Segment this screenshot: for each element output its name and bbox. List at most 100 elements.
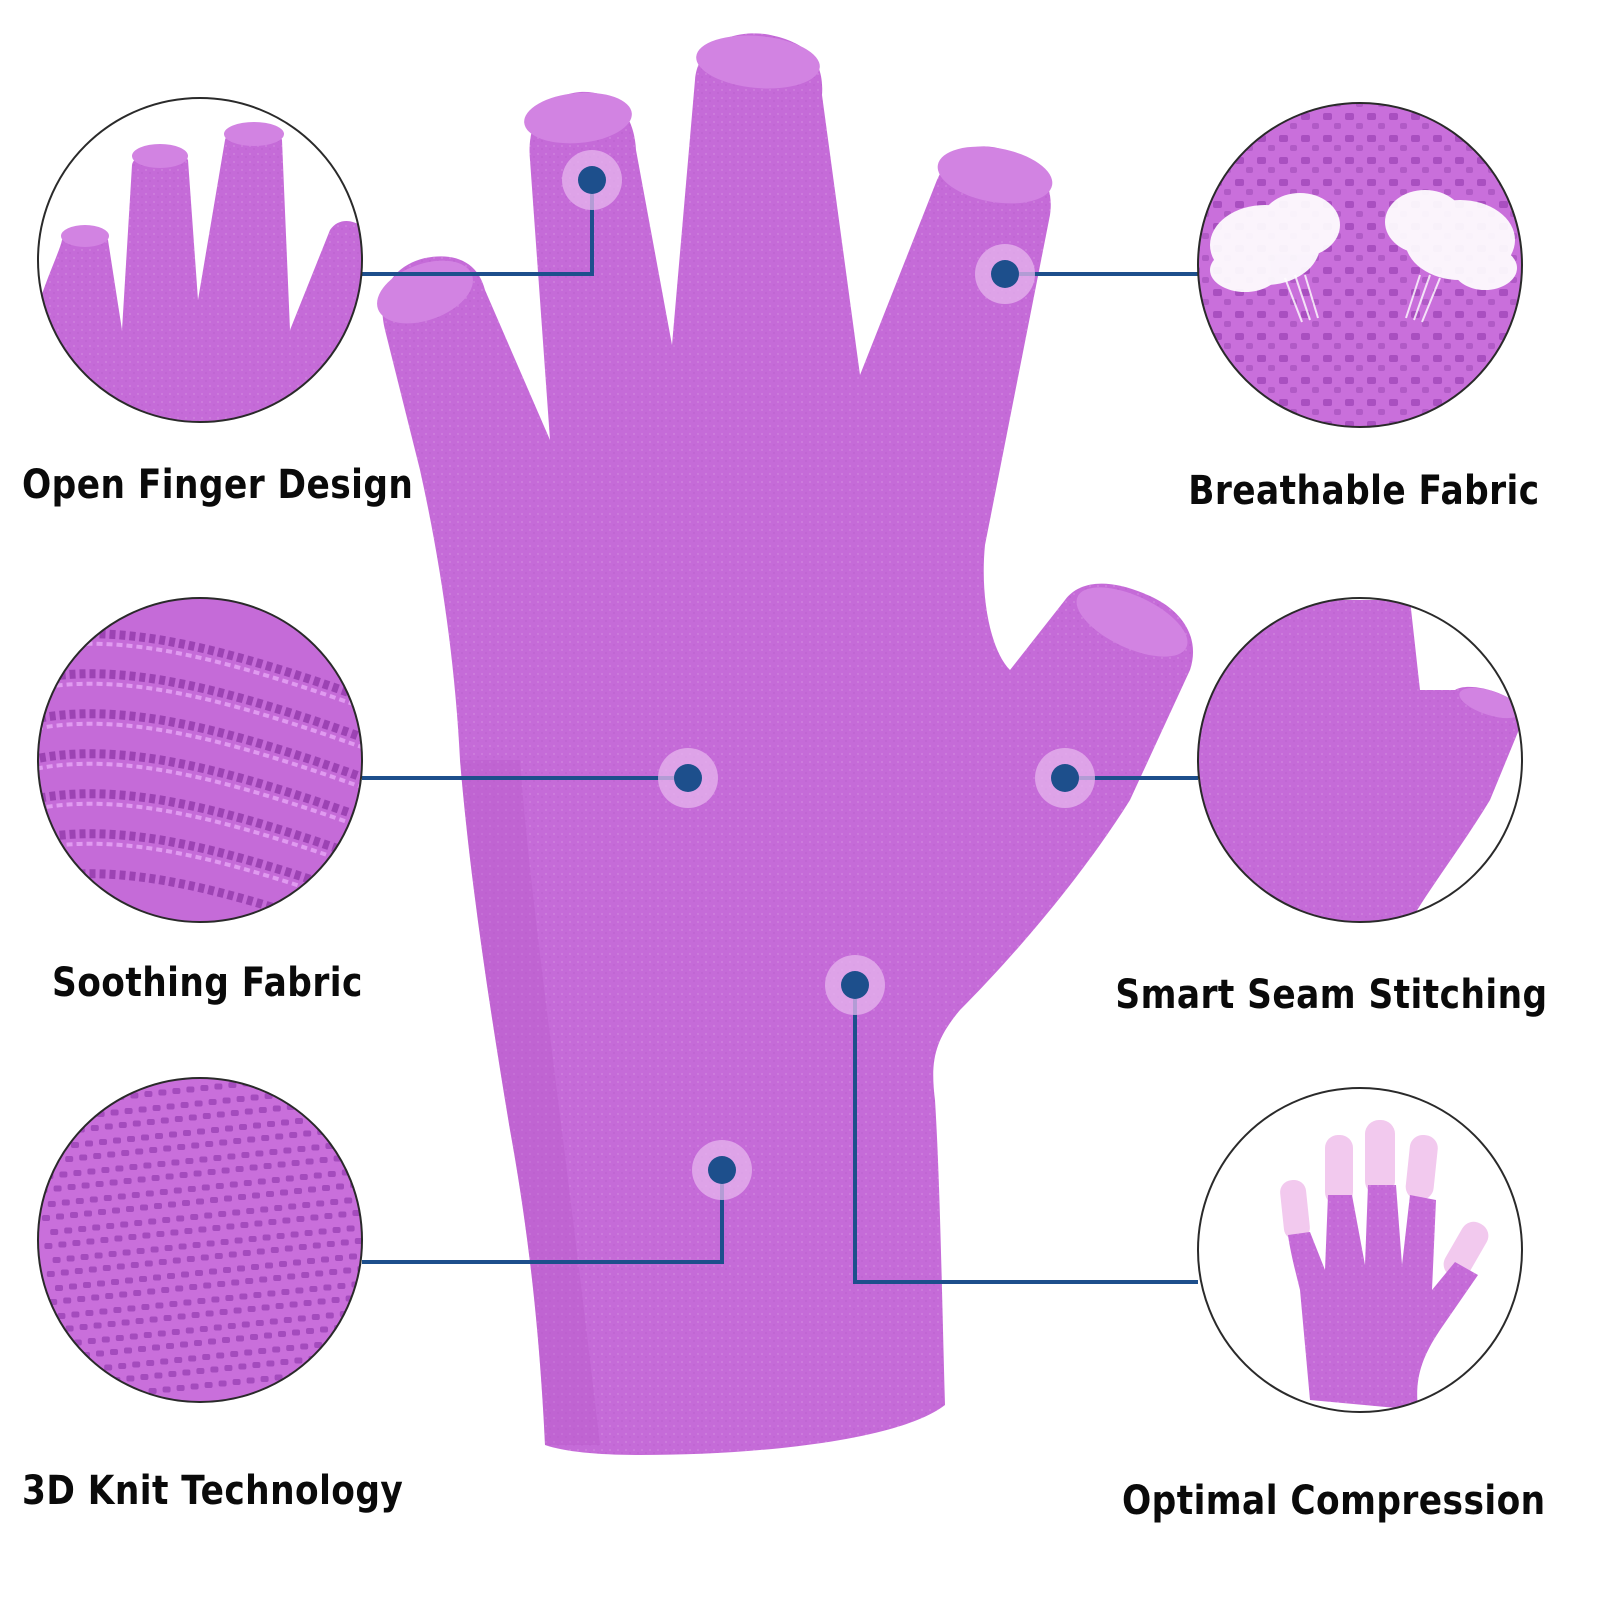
connector-knit3d — [362, 1170, 724, 1264]
mesh-cell — [86, 1238, 95, 1245]
mesh-cell — [281, 1119, 289, 1126]
mesh-cell — [136, 1248, 145, 1254]
mesh-cell — [276, 1064, 284, 1070]
mesh-cell — [392, 1347, 400, 1353]
mesh-cell — [323, 1284, 332, 1291]
mesh-cell — [143, 1332, 152, 1338]
mesh-cell — [166, 1343, 174, 1349]
mesh-cell — [131, 1192, 140, 1198]
mesh-cell — [110, 1349, 118, 1355]
mesh-cell — [265, 1262, 273, 1269]
mesh-cell — [395, 1136, 403, 1142]
mesh-cell — [352, 1041, 360, 1047]
marker-breathable — [975, 244, 1035, 304]
mesh-cell — [93, 1322, 102, 1329]
mesh-cell — [228, 1251, 237, 1258]
mesh-cell — [222, 1097, 231, 1104]
mesh-cell — [77, 1296, 86, 1302]
mesh-cell — [161, 1287, 170, 1293]
mesh-cell — [90, 1125, 99, 1131]
mesh-cell — [190, 1214, 199, 1220]
mesh-cell — [277, 1161, 286, 1168]
mesh-cell — [324, 1044, 332, 1050]
mesh-cell — [300, 1102, 309, 1109]
mesh-cell — [224, 1365, 233, 1371]
mesh-cell — [177, 1313, 186, 1320]
mesh-cell — [387, 1122, 395, 1128]
mesh-cell — [391, 1249, 399, 1255]
mesh-cell — [398, 1164, 406, 1170]
mesh-cell — [322, 1185, 330, 1191]
mesh-cell — [144, 1091, 153, 1097]
mesh-cell — [352, 1210, 361, 1216]
mesh-cell — [190, 1383, 199, 1390]
mesh-cell — [162, 1386, 171, 1393]
mesh-cell — [368, 1067, 376, 1073]
mesh-cell — [336, 1353, 345, 1359]
mesh-cell — [303, 1300, 312, 1306]
mesh-cell — [53, 1185, 62, 1192]
mesh-cell — [84, 1210, 92, 1217]
mesh-cell — [212, 1056, 220, 1062]
mesh-cell — [163, 1315, 172, 1321]
mesh-cell — [384, 1165, 392, 1171]
mesh-cell — [405, 1248, 413, 1254]
mesh-cell — [205, 1141, 214, 1147]
mesh-cell — [279, 1261, 287, 1267]
mesh-cell — [169, 1131, 177, 1138]
mesh-cell — [260, 1376, 269, 1382]
mesh-cell — [204, 1382, 213, 1388]
mesh-cell — [126, 1206, 134, 1212]
mesh-cell — [199, 1156, 208, 1163]
mesh-cell — [255, 1150, 264, 1157]
mesh-cell — [412, 1332, 420, 1338]
mesh-cell — [361, 1152, 362, 1159]
mesh-cell — [51, 1327, 60, 1333]
mesh-cell — [188, 1114, 197, 1121]
mesh-cell — [225, 1295, 234, 1301]
mesh-cell — [294, 1357, 303, 1364]
mesh-cell — [100, 1068, 108, 1074]
mesh-cell — [117, 1193, 126, 1200]
mesh-cell — [64, 1397, 73, 1402]
mesh-cell — [52, 1257, 61, 1263]
mesh-cell — [316, 1200, 325, 1207]
mesh-cell — [81, 1182, 90, 1189]
mesh-cell — [356, 1096, 362, 1103]
mesh-cell — [235, 1166, 244, 1172]
mesh-cell — [298, 1078, 307, 1081]
mesh-cell — [340, 1239, 349, 1246]
mesh-cell — [380, 1207, 388, 1213]
mesh-cell — [351, 1112, 359, 1118]
mesh-cell — [327, 1171, 336, 1177]
mesh-cell — [65, 1325, 74, 1332]
mesh-cell — [163, 1145, 172, 1152]
mesh-cell — [146, 1119, 155, 1125]
mesh-cell — [343, 1267, 352, 1274]
label-breathable-fabric: Breathable Fabric — [1188, 468, 1540, 514]
mesh-cell — [185, 1158, 194, 1164]
mesh-cell — [196, 1368, 205, 1374]
mesh-cell — [44, 1243, 53, 1249]
mesh-cell — [250, 1094, 259, 1101]
label-optimal-compression: Optimal Compression — [1122, 1478, 1546, 1524]
mesh-cell — [71, 1142, 79, 1148]
mesh-cell — [272, 1346, 281, 1353]
mesh-cell — [198, 1226, 207, 1233]
mesh-cell — [390, 1319, 398, 1325]
mesh-cell — [340, 1070, 348, 1076]
mesh-cell — [256, 1079, 265, 1085]
mesh-cell — [318, 1228, 327, 1235]
mesh-cell — [142, 1063, 150, 1069]
mesh-cell — [359, 1124, 362, 1131]
mesh-cell — [271, 1177, 280, 1183]
mesh-cell — [210, 1366, 219, 1373]
mesh-cell — [68, 1353, 76, 1360]
mesh-cell — [251, 1264, 259, 1270]
mesh-cell — [74, 1098, 83, 1105]
mesh-cell — [364, 1350, 372, 1356]
mesh-cell — [99, 1139, 107, 1145]
mesh-cell — [200, 1254, 209, 1261]
mesh-cell — [54, 1115, 63, 1122]
